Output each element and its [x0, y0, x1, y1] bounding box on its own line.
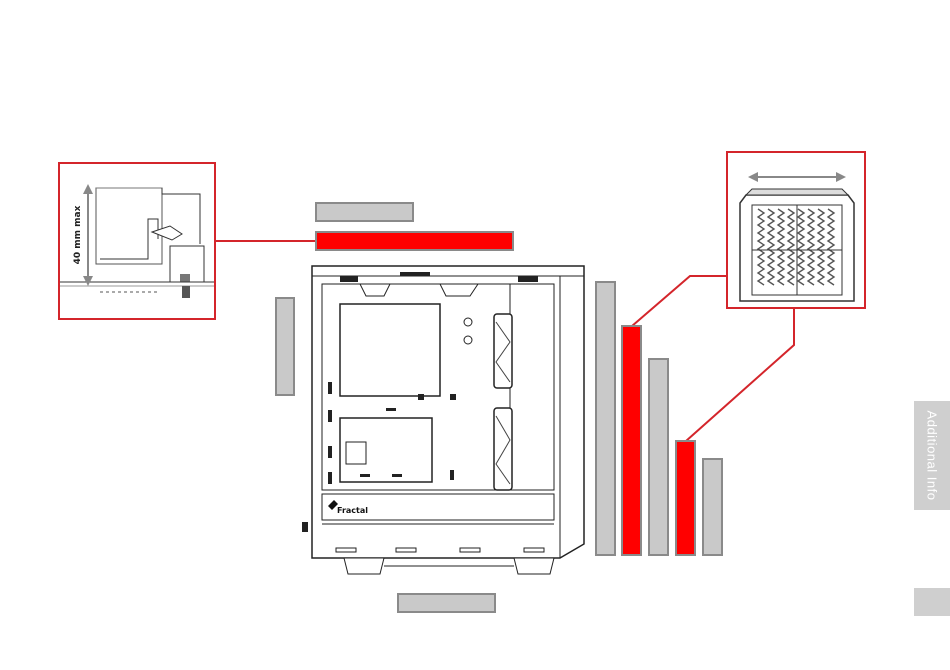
front-bar-gray-1	[595, 281, 616, 556]
callout-radiator-thickness	[726, 151, 866, 309]
section-tab-additional-info[interactable]: Additional Info	[914, 401, 950, 510]
bottom-bar-gray	[397, 593, 496, 613]
front-bar-red-2	[675, 440, 696, 556]
section-tab-label: Additional Info	[925, 411, 940, 501]
pc-case-drawing	[300, 262, 590, 584]
connector-front-radiator	[632, 276, 727, 326]
case-brand-label: Fractal	[337, 506, 368, 515]
front-bar-red-1	[621, 325, 642, 556]
rear-bar-gray	[275, 297, 295, 396]
top-bar-red	[315, 231, 514, 251]
front-bar-gray-2	[648, 358, 669, 556]
connector-front-small-radiator	[686, 309, 794, 441]
page-number-box	[914, 588, 950, 616]
clearance-label: 40 mm max	[73, 205, 83, 265]
top-bar-gray	[315, 202, 414, 222]
radiator-drawing	[728, 153, 864, 307]
clearance-drawing	[60, 164, 214, 318]
callout-top-clearance: 40 mm max	[58, 162, 216, 320]
front-bar-gray-3	[702, 458, 723, 556]
